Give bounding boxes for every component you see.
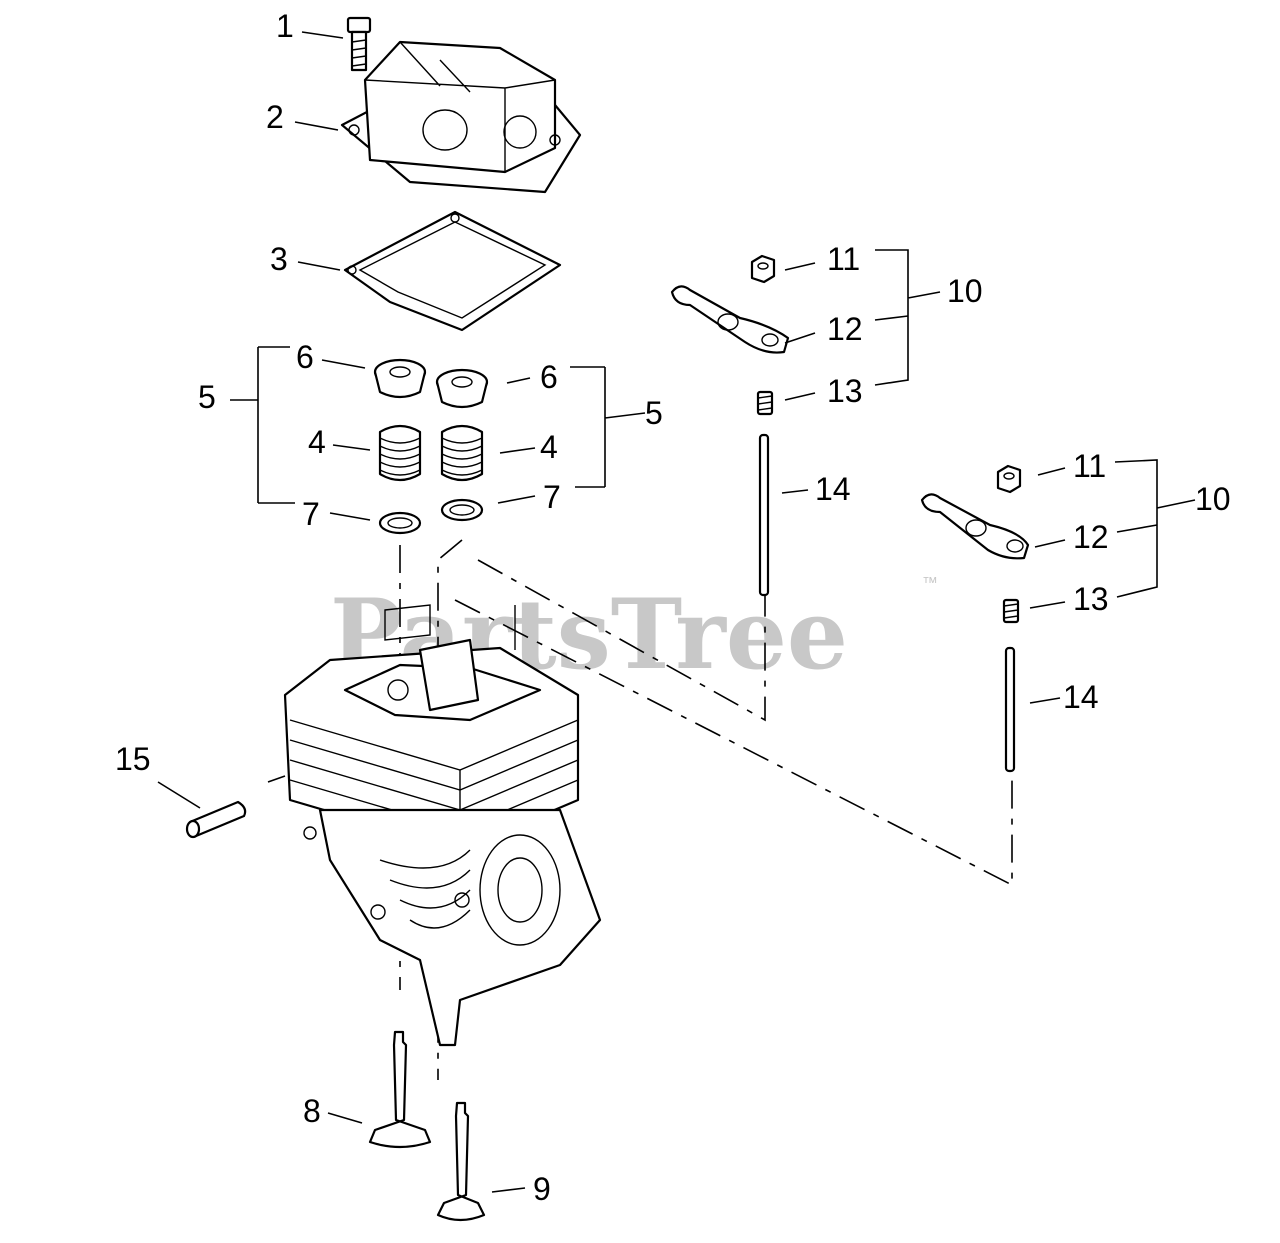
callout-13-upper: 13 bbox=[827, 373, 863, 409]
callout-7-right: 7 bbox=[543, 479, 561, 515]
callout-labels: 1 2 3 6 6 5 5 4 4 7 7 15 8 9 11 10 12 13… bbox=[115, 8, 1231, 1207]
callout-6-right: 6 bbox=[540, 359, 558, 395]
callout-5-left: 5 bbox=[198, 379, 216, 415]
callout-12-upper: 12 bbox=[827, 311, 863, 347]
leader-lines bbox=[157, 31, 1196, 1193]
retainer-part-right[interactable] bbox=[435, 368, 489, 409]
adjuster-upper[interactable] bbox=[756, 390, 774, 416]
rocker-nut-lower[interactable] bbox=[996, 464, 1022, 494]
callout-11-upper: 11 bbox=[827, 241, 860, 277]
watermark-trademark: ™ bbox=[922, 575, 938, 592]
callout-12-lower: 12 bbox=[1073, 519, 1109, 555]
cylinder-head-assembly[interactable] bbox=[283, 604, 602, 1047]
push-rod-lower[interactable] bbox=[1004, 646, 1016, 773]
callout-10-lower: 10 bbox=[1195, 481, 1231, 517]
valve-spring-left[interactable] bbox=[378, 424, 422, 482]
callout-14-lower: 14 bbox=[1063, 679, 1099, 715]
callout-11-lower: 11 bbox=[1073, 448, 1106, 484]
retainer-part-left[interactable] bbox=[373, 358, 427, 399]
gasket-part[interactable] bbox=[343, 210, 562, 332]
callout-8: 8 bbox=[303, 1093, 321, 1129]
rocker-cover-part[interactable] bbox=[340, 40, 582, 194]
push-rod-upper[interactable] bbox=[758, 433, 770, 597]
washer-right[interactable] bbox=[440, 498, 484, 522]
rocker-arm-upper[interactable] bbox=[670, 285, 790, 354]
bolt-part[interactable] bbox=[346, 16, 372, 72]
callout-1: 1 bbox=[276, 8, 294, 44]
callout-7-left: 7 bbox=[302, 496, 320, 532]
callout-3: 3 bbox=[270, 241, 288, 277]
callout-6-left: 6 bbox=[296, 339, 314, 375]
callout-10-upper: 10 bbox=[947, 273, 983, 309]
valve-spring-right[interactable] bbox=[440, 424, 484, 482]
callout-9: 9 bbox=[533, 1171, 551, 1207]
callout-13-lower: 13 bbox=[1073, 581, 1109, 617]
adjuster-lower[interactable] bbox=[1002, 598, 1020, 624]
valve-part-8[interactable] bbox=[368, 1030, 432, 1149]
callout-15: 15 bbox=[115, 741, 151, 777]
washer-left[interactable] bbox=[378, 511, 422, 535]
callout-2: 2 bbox=[266, 99, 284, 135]
rocker-nut-upper[interactable] bbox=[750, 254, 776, 284]
rocker-arm-lower[interactable] bbox=[920, 493, 1030, 560]
dowel-pin-part[interactable] bbox=[185, 800, 247, 839]
valve-part-9[interactable] bbox=[436, 1101, 486, 1222]
callout-14-upper: 14 bbox=[815, 471, 851, 507]
callout-4-left: 4 bbox=[308, 424, 326, 460]
callout-5-right: 5 bbox=[645, 395, 663, 431]
callout-4-right: 4 bbox=[540, 429, 558, 465]
